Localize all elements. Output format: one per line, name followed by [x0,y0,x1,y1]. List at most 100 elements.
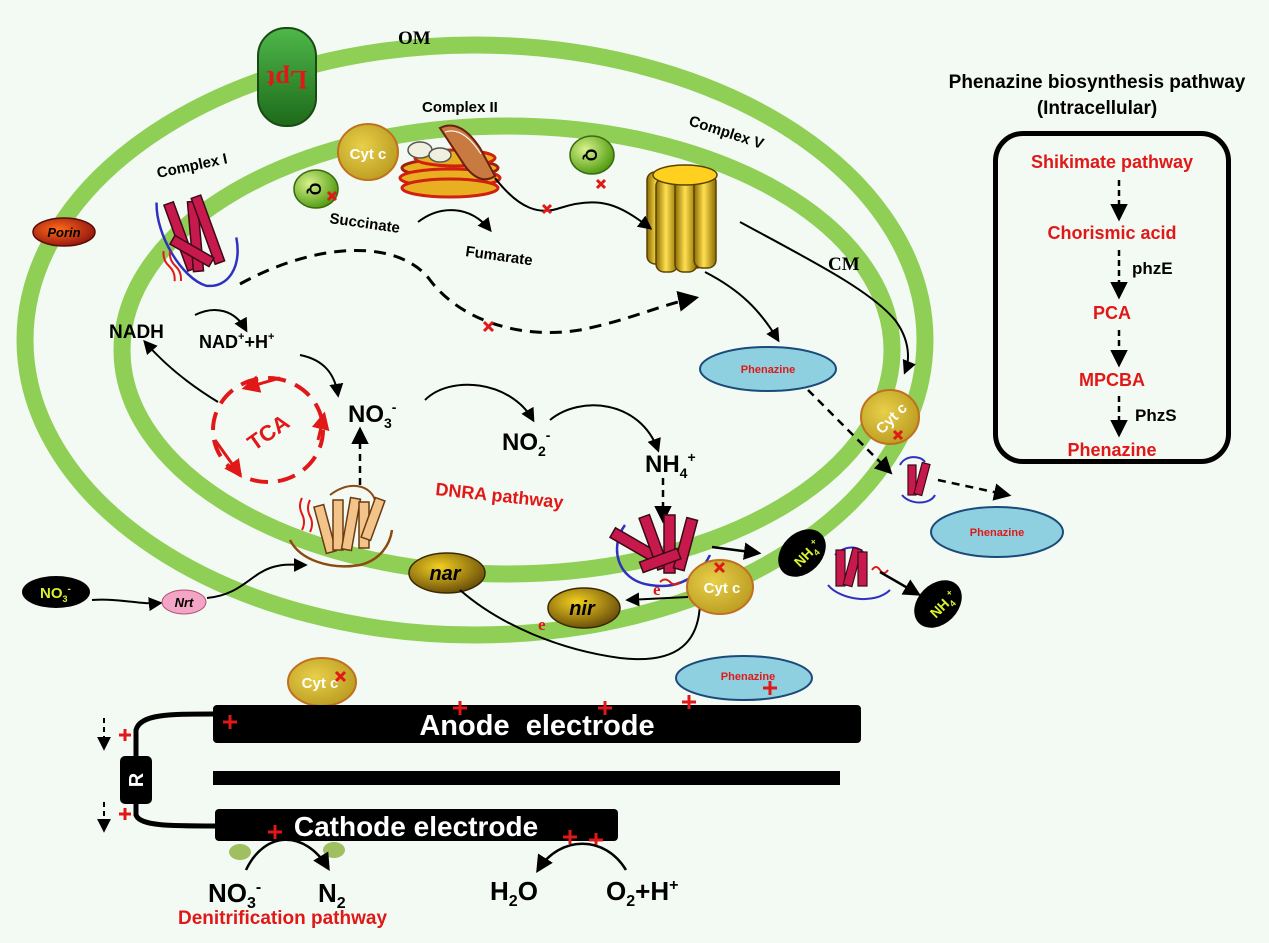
electron-label-1: e [538,615,546,634]
electron-label-2: e [653,580,661,599]
nar-enzyme: nar [408,552,486,594]
cyt-to-nir-arrow [625,592,689,607]
resistor [120,756,152,804]
nar-electron-path [459,589,701,661]
no3-to-n2-arc [244,838,330,871]
cyt-c-membrane: Cyt c [686,559,754,615]
block-mark-2 [482,320,495,333]
anode-charges [223,695,696,729]
nitrate-reductase-complex [288,485,394,568]
cyt-c-periplasm-top: Cyt c [337,123,399,181]
cathode-no3-label: NO3- [208,878,261,912]
no2-to-nh4-arrow [549,404,661,453]
nir-enzyme: nir [547,587,621,629]
phenazine-intracellular: Phenazine [699,346,837,392]
step-pca: PCA [1092,303,1131,323]
step-shikimate: Shikimate pathway [1030,152,1194,172]
cathode-charges [268,825,603,847]
complex-i-protein [155,194,239,287]
complex-to-nh4-out-arrow [711,542,762,560]
anode-label: Anode electrode [419,710,654,742]
step-mpcba: MPCBA [1079,370,1145,390]
no3-ext-label: NO3- [40,584,71,604]
nadh-to-nad-arrow [194,309,248,333]
no2-label: NO2- [502,427,551,459]
complex-ii-label: Complex II [422,99,498,116]
cathode-label: Cathode electrode [294,811,538,842]
om-label: OM [398,28,431,49]
om-protein-lower [827,546,891,601]
cyt-c-right: Cyt c [860,389,920,445]
no3-to-nrt-arrow [91,597,163,612]
nitrite-reductase-complex [608,513,712,588]
cyt-c-label: Cyt c [350,146,387,163]
nadh-label: NADH [109,322,164,343]
phenazine-anode: Phenazine [675,655,813,701]
cyt-c-label-2: Cyt c [704,580,741,597]
phenazine-extracellular: Phenazine [930,506,1064,558]
quinone-right: Q [569,135,615,190]
phenazine-label-1: Phenazine [741,364,795,376]
phenazine-label-3: Phenazine [721,671,775,683]
anode-electrode [213,705,861,743]
separator-membrane [213,771,840,785]
tca-to-nadh-arrow [143,339,219,403]
quinone-left: Q [293,169,339,209]
o2-to-h2o-arc [536,842,628,873]
cathode-electrode [215,809,618,841]
porin-label: Porin [47,225,80,240]
cathode-o2-label: O2+H+ [606,876,678,910]
nrt-label: Nrt [175,595,194,610]
complex-v-protein [646,164,718,273]
om-to-phenazine-dashed [937,478,1012,501]
om-to-nh4-arrow [879,570,922,596]
nrt-transporter: Nrt [161,589,207,615]
complex-v-to-cyt-arrow [739,221,916,375]
succinate-fumarate-arrow [417,209,492,233]
cathode-n2-label: N2 [318,878,346,912]
nh4-periplasm: NH4+ [778,529,826,577]
no3-intra-label: NO3- [348,399,397,431]
phenazine-panel-title-line2: (Intracellular) [1036,98,1158,119]
external-circuit: R [97,711,216,833]
nir-label: nir [569,598,596,620]
step-phenazine: Phenazine [1067,440,1157,460]
nad-label: NAD++H+ [199,331,274,352]
cyt-c-label-4: Cyt c [302,675,339,692]
no3-extracellular: NO3- [22,576,90,608]
cytoplasmic-membrane [113,117,901,583]
nh4-extracellular: NH4+ [914,580,962,628]
catalyst-left [229,844,251,860]
cm-label: CM [828,254,860,275]
resistor-label: R [126,772,148,787]
lpt-transporter: Lpt [257,27,317,127]
phenazine-panel-box [993,131,1231,464]
complex-v-to-phenazine-arrow [704,271,780,343]
nar-label: nar [429,563,461,585]
denitrification-label: Denitrification pathway [178,908,387,929]
nad-to-tca-arrow [299,354,344,398]
complex-i-to-v-dashed [239,249,700,334]
phenazine-panel-title: Phenazine biosynthesis pathway (Intracel… [925,70,1269,122]
q-label-right: Q [582,149,599,161]
outer-membrane [16,36,934,644]
step-chorismic: Chorismic acid [1047,223,1177,243]
no3-to-no2-arrow [424,383,535,423]
enzyme-phze: phzE [1132,259,1173,278]
lpt-label: Lpt [266,65,307,94]
complex-ii-protein [398,124,502,199]
phenazine-label-2: Phenazine [970,527,1024,539]
block-mark-1 [541,203,553,215]
enzyme-phzs: PhzS [1135,406,1177,425]
nh4-label: NH4+ [645,449,696,481]
q-label: Q [306,183,323,195]
phenazine-panel-title-line1: Phenazine biosynthesis pathway [948,72,1246,93]
cathode-h2o-label: H2O [490,876,538,910]
om-protein-right [899,456,936,504]
nrt-to-complex-arrow [206,557,308,599]
phenazine-to-om-dashed [807,389,893,475]
complex-ii-to-v-arrow [494,177,653,230]
